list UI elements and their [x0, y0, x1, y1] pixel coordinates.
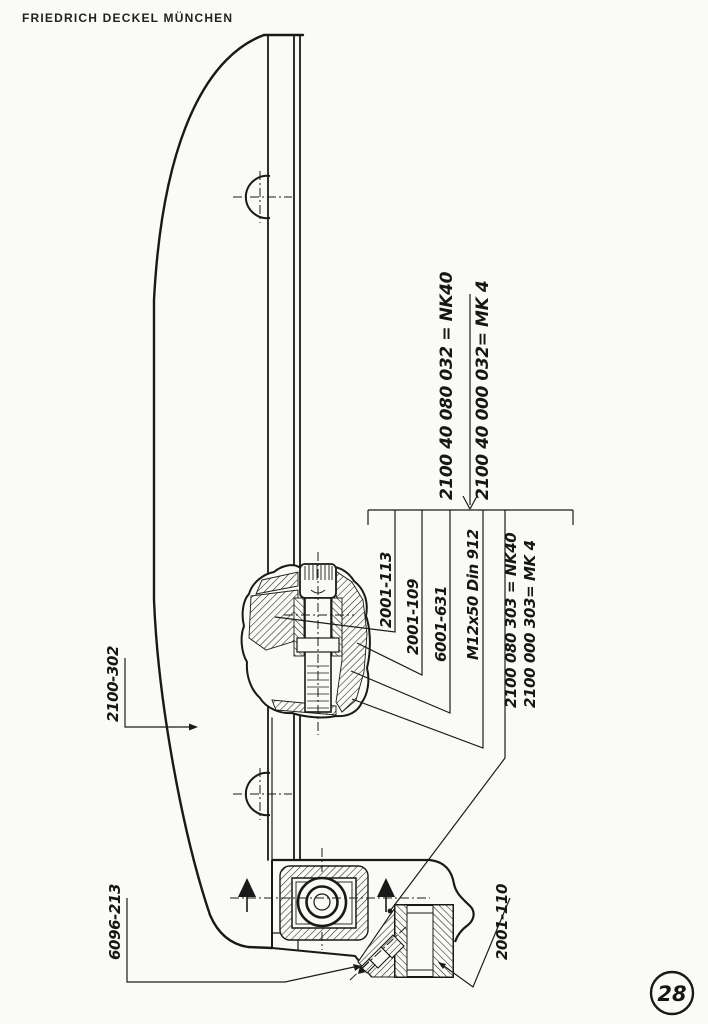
clamp-section [230, 848, 475, 981]
screw-section [240, 552, 371, 735]
clamp-set-label-nk40: 2100 080 303 = NK40 [502, 533, 520, 708]
part-label-overarm: 2100-302 [104, 646, 122, 722]
part-labels: 2100 40 080 032 = NK40 2100 40 000 032= … [104, 271, 539, 960]
rail-lines [267, 34, 301, 861]
part-label-2001-113: 2001-113 [377, 552, 395, 628]
clamp-set-label-mk4: 2100 000 303= MK 4 [521, 540, 539, 708]
page-number-badge: 28 [649, 970, 695, 1016]
assembly-number-mk4: 2100 40 000 032= MK 4 [473, 281, 493, 500]
overarm-outline [152, 33, 305, 950]
keyhole-top [233, 171, 292, 223]
page-number: 28 [657, 982, 686, 1006]
company-header: FRIEDRICH DECKEL MÜNCHEN [22, 11, 234, 25]
part-label-bushing: 2001-110 [493, 884, 511, 960]
clamp-arrow-left [238, 878, 256, 912]
part-label-clamp-body: 6096-213 [106, 884, 124, 960]
callout-leader-lines [124, 294, 574, 988]
part-label-2001-109: 2001-109 [404, 579, 422, 655]
part-label-screw: M12x50 Din 912 [464, 529, 482, 660]
part-label-6001-631: 6001-631 [432, 586, 450, 662]
keyhole-bottom [233, 768, 292, 820]
assembly-number-nk40: 2100 40 080 032 = NK40 [437, 271, 457, 500]
grease-nipple [349, 924, 409, 981]
clamp-arrow-right [377, 878, 395, 912]
